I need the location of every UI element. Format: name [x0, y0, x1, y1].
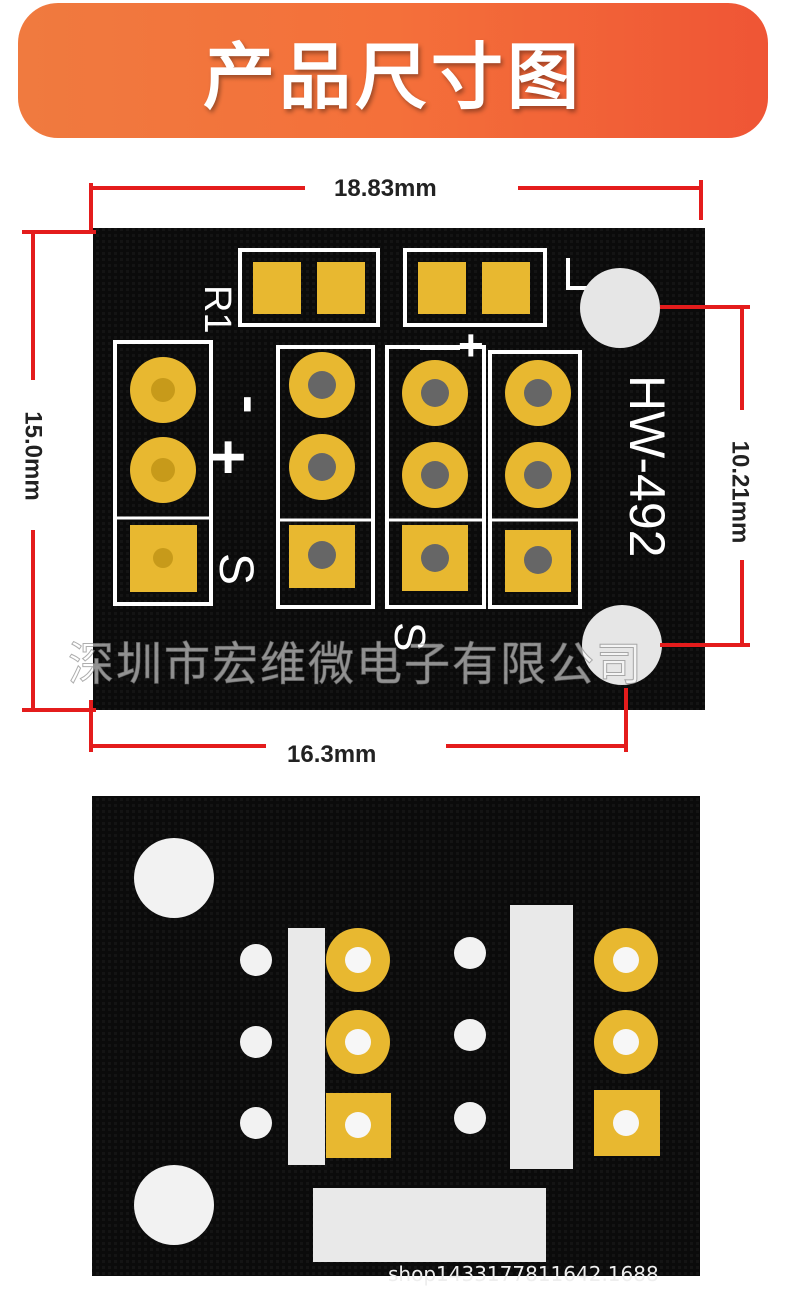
dim-bottom-width: 16.3mm	[287, 741, 377, 768]
header-outline-2	[276, 345, 375, 609]
pcb-front-board: R1 - + S + HW-492 S	[93, 228, 705, 710]
banner-title: 产品尺寸图	[202, 35, 583, 119]
l-pad	[482, 262, 530, 314]
mounting-hole	[582, 605, 662, 685]
dimension-lines	[22, 180, 750, 752]
pin-signal-label: S	[209, 553, 262, 585]
r1-pad	[253, 262, 301, 314]
model-label: HW-492	[619, 375, 675, 557]
l-outline	[403, 248, 547, 327]
header-outline-4	[488, 350, 582, 609]
mounting-hole	[134, 1165, 214, 1245]
header-outline-left	[113, 340, 213, 606]
top-plus-label: +	[458, 321, 484, 370]
silk-strip	[288, 928, 325, 1165]
mounting-hole	[134, 838, 214, 918]
shop-url-watermark: shop1433177811642.1688	[388, 1262, 659, 1286]
dim-right-spacing: 10.21mm	[726, 440, 754, 544]
pin-minus-label: -	[221, 395, 284, 414]
dim-left-height: 15.0mm	[19, 411, 47, 501]
header-outline-3	[385, 345, 486, 609]
r1-outline	[238, 248, 380, 327]
pcb-back-board	[92, 796, 700, 1276]
silk-strip	[313, 1188, 546, 1262]
r1-pad	[317, 262, 365, 314]
company-watermark: 深圳市宏维微电子有限公司	[68, 637, 644, 692]
title-banner: 产品尺寸图	[18, 3, 768, 138]
signal-label-lower: S	[385, 622, 434, 651]
pin-plus-label: +	[210, 423, 246, 492]
dim-top-width: 18.83mm	[334, 175, 437, 202]
silk-strip	[510, 905, 573, 1169]
l-pad	[418, 262, 466, 314]
mounting-hole	[580, 268, 660, 348]
r1-label: R1	[196, 285, 238, 334]
l-silk-mark	[566, 258, 590, 290]
